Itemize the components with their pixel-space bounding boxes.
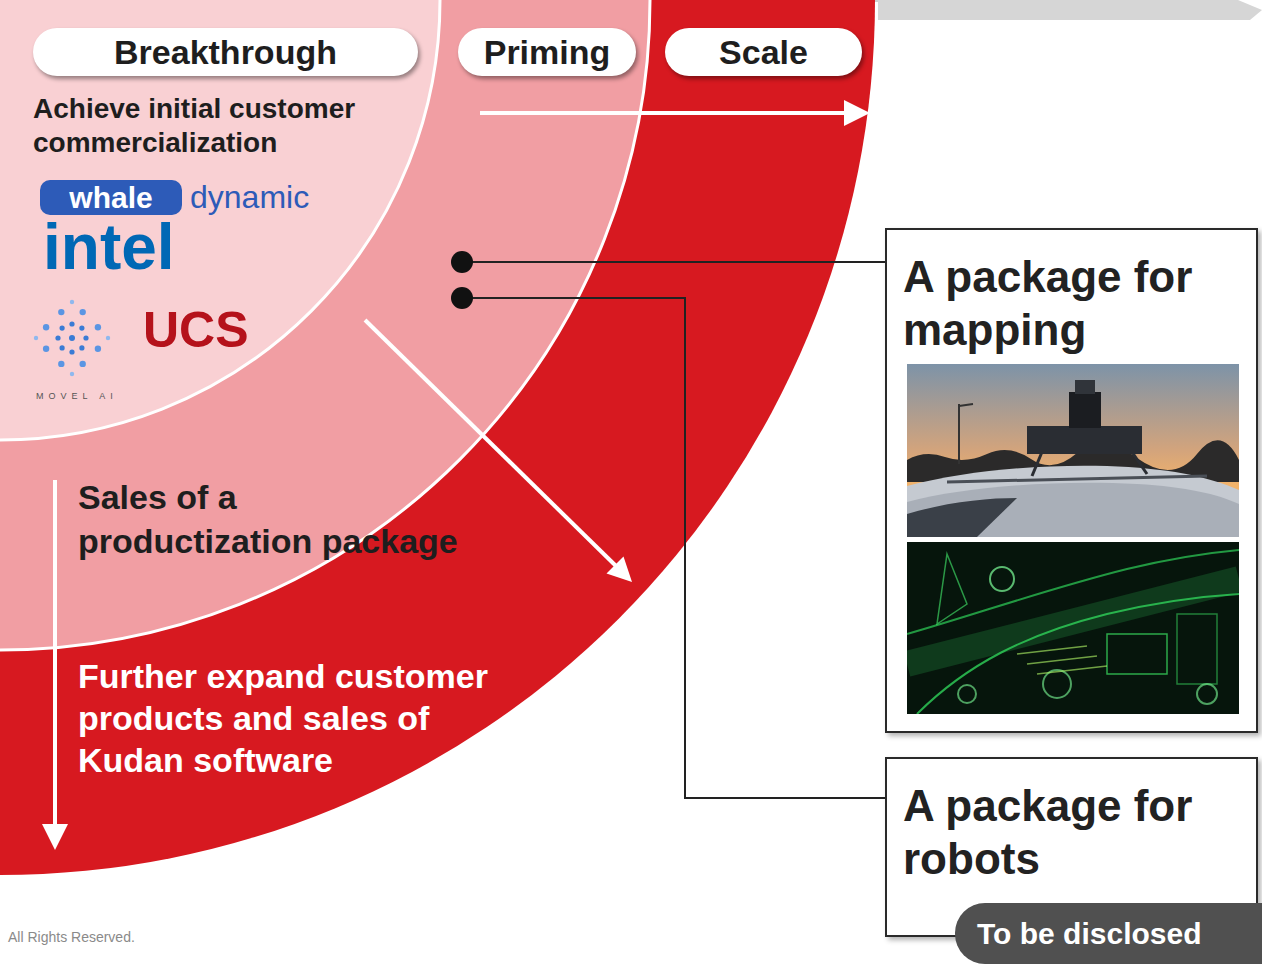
logo-dot [70, 300, 74, 304]
stage-pill-text: Scale [719, 32, 808, 72]
leader-line [462, 298, 885, 798]
scan-tree [958, 685, 976, 703]
logo-dot [83, 335, 88, 340]
leader-dot [451, 287, 473, 309]
status-badge-text: To be disclosed [977, 916, 1202, 952]
scan-line [907, 550, 1239, 634]
logo-text: dynamic [190, 178, 390, 216]
logo-dot [69, 321, 74, 326]
stage-pill: Breakthrough [33, 28, 418, 76]
stage-pill-text: Priming [484, 32, 611, 72]
logo-dot [106, 336, 110, 340]
scan-line [1017, 646, 1107, 674]
lidar-top [1075, 380, 1095, 394]
logo-dot [69, 335, 75, 341]
logo-text: whale [40, 180, 182, 215]
scan-shape [1107, 634, 1167, 674]
copyright-note: All Rights Reserved. [8, 928, 308, 946]
stage-goal-holder: Achieve initial customer commercializati… [33, 92, 513, 160]
scale-band [0, 0, 875, 875]
logo-text: MOVEL AI [36, 390, 196, 402]
road-band [907, 579, 1239, 664]
street-lamp [959, 404, 973, 406]
logo-dot [95, 346, 101, 352]
priming-band [0, 0, 650, 650]
logo-dot [58, 361, 64, 367]
logo-dot [55, 335, 60, 340]
lidar-sensor [1069, 392, 1101, 428]
scan-tree [1197, 684, 1217, 704]
scan-line [917, 594, 1239, 714]
car-roof [907, 466, 1239, 537]
logo-text-holder: intel [43, 214, 243, 280]
logo-text-holder: UCS [143, 300, 273, 360]
leader-dot [451, 251, 473, 273]
logo-dot [60, 326, 65, 331]
logo-dot [58, 309, 64, 315]
photo-sky [907, 364, 1239, 537]
callout-box: A package for mapping [885, 228, 1258, 733]
stage-pill: Scale [665, 28, 862, 76]
scan-shape [1177, 614, 1217, 684]
rig-leg [1132, 452, 1147, 474]
logo-text-holder: dynamic [190, 178, 390, 216]
logo-text-holder: MOVEL AI [36, 390, 196, 402]
stage-goal-holder: Sales of a productization package [78, 475, 473, 563]
logo-dot [80, 361, 86, 367]
logo-dot [43, 346, 49, 352]
stage-goal: Achieve initial customer commercializati… [33, 92, 513, 160]
logo-text: intel [43, 214, 243, 280]
movel-logo-dots [34, 300, 110, 376]
logo-dot [43, 324, 49, 330]
scan-shape [937, 554, 967, 624]
logo-dot [69, 349, 74, 354]
logo-dot [79, 345, 84, 350]
leader-line [462, 261, 885, 263]
breakthrough-band [0, 0, 440, 440]
logo-dot [80, 309, 86, 315]
callout-box-text: A package for robots [903, 779, 1242, 885]
point-cloud-ground [907, 542, 1239, 714]
progress-arrow [53, 480, 57, 826]
logo-dot [79, 326, 84, 331]
logo-dot [95, 324, 101, 330]
callout-box-text: A package for mapping [903, 250, 1242, 356]
band-divider [0, 0, 650, 650]
car-window [907, 498, 1017, 537]
logo-text-holder: whale [40, 180, 182, 215]
logo-text: UCS [143, 300, 273, 360]
street-lamp [958, 404, 960, 464]
logo-dot [34, 336, 38, 340]
logo-dot [70, 372, 74, 376]
arrow-head [844, 100, 870, 126]
car-body [907, 483, 1239, 537]
arrow-head [42, 824, 68, 850]
band-divider [0, 0, 440, 440]
progress-arrow [480, 111, 846, 115]
copyright-note-holder: All Rights Reserved. [8, 928, 308, 946]
mapping-photos [907, 364, 1239, 714]
stage-pill: Priming [458, 28, 636, 76]
sensor-rig [1027, 426, 1142, 454]
rig-leg [1032, 452, 1042, 476]
stage-goal: Further expand customer products and sal… [78, 655, 498, 781]
stage-goal: Sales of a productization package [78, 475, 473, 563]
arrow-head [607, 557, 633, 583]
scan-tree [990, 567, 1014, 591]
scan-tree [1043, 670, 1071, 698]
stage-pill-text: Breakthrough [114, 32, 337, 72]
progress-arrow-bar [878, 0, 1262, 20]
status-badge: To be disclosed [955, 903, 1262, 964]
stage-goal-holder: Further expand customer products and sal… [78, 655, 498, 781]
logo-dot [60, 345, 65, 350]
roof-rail [947, 476, 1207, 482]
